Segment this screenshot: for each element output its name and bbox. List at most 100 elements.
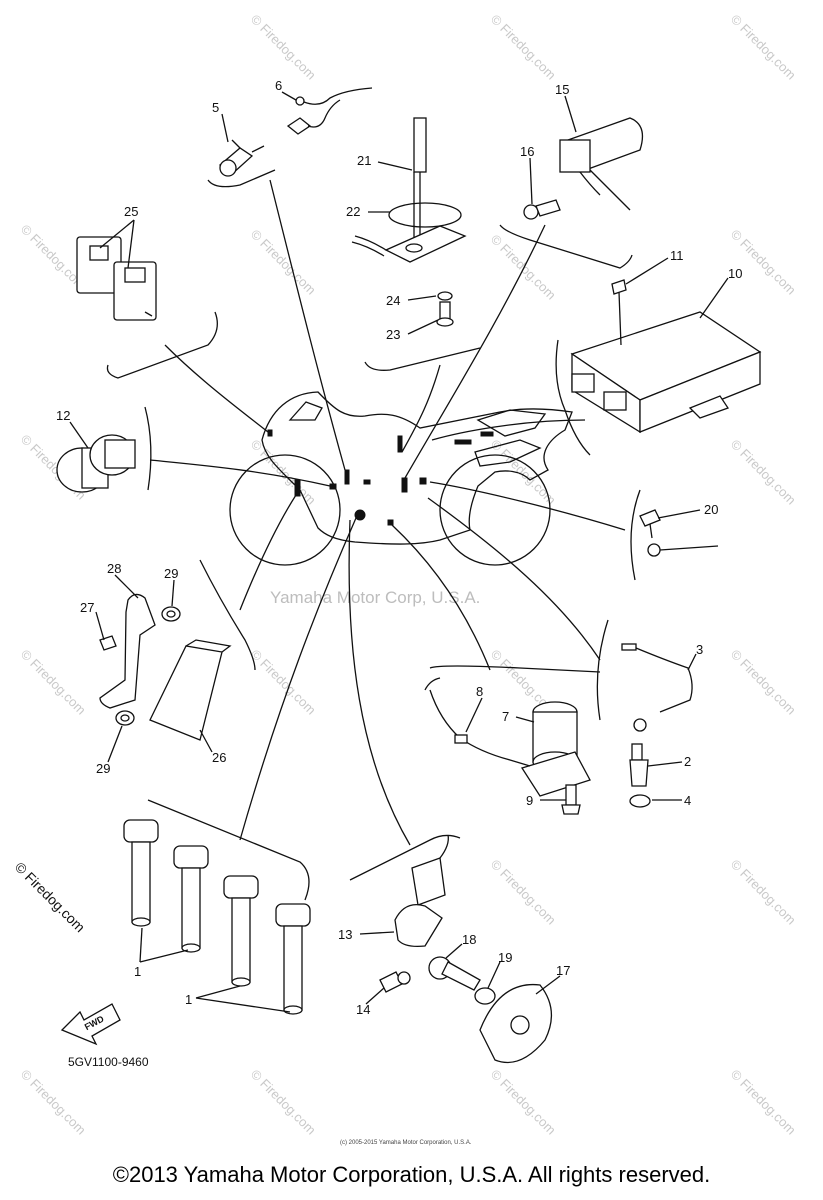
callout-1: 1 [185, 992, 192, 1007]
footer-copyright: ©2013 Yamaha Motor Corporation, U.S.A. A… [112, 1162, 711, 1187]
part-25-relay-pair[interactable] [76, 236, 157, 321]
location-marker [401, 477, 408, 493]
location-marker [344, 469, 350, 485]
part-12-sender[interactable] [56, 434, 136, 493]
callout-4: 4 [684, 793, 691, 808]
part-7-sensor[interactable] [520, 701, 591, 797]
part-4-gasket[interactable] [629, 794, 651, 808]
motorcycle-outline [229, 391, 573, 566]
location-marker [454, 439, 472, 445]
callout-12: 12 [56, 408, 70, 423]
callout-29: 29 [164, 566, 178, 581]
watermark: © Firedog.com [18, 647, 89, 718]
part-29-washer[interactable] [115, 710, 135, 726]
part-14-screw[interactable] [379, 971, 411, 993]
location-marker [329, 483, 337, 490]
watermark: © Firedog.com [248, 1067, 319, 1138]
part-8-harness[interactable] [424, 677, 531, 767]
callout-leaders [69, 91, 729, 1013]
callout-7: 7 [502, 709, 509, 724]
callout-2: 2 [684, 754, 691, 769]
callout-6: 6 [275, 78, 282, 93]
callout-9: 9 [526, 793, 533, 808]
part-10-ecu[interactable] [570, 311, 762, 434]
center-watermark: Yamaha Motor Corp, U.S.A. [270, 588, 480, 607]
location-marker [294, 479, 301, 497]
part-15-relay[interactable] [559, 117, 644, 211]
part-16-bolt[interactable] [523, 199, 561, 220]
callout-8: 8 [476, 684, 483, 699]
part-9-bolt[interactable] [561, 784, 581, 815]
callout-29: 29 [96, 761, 110, 776]
watermark: © Firedog.com [488, 232, 559, 303]
callout-18: 18 [462, 932, 476, 947]
callout-19: 19 [498, 950, 512, 965]
part-1-ignition-coil[interactable] [123, 819, 159, 927]
side-watermark: © Firedog.com [12, 859, 88, 935]
watermark: © Firedog.com [728, 437, 799, 508]
callout-3: 3 [696, 642, 703, 657]
location-marker [387, 519, 394, 526]
location-marker [363, 479, 371, 485]
location-marker [480, 431, 494, 437]
callout-24: 24 [386, 293, 400, 308]
callout-23: 23 [386, 327, 400, 342]
callout-11: 11 [670, 248, 684, 263]
part-17-rotor[interactable] [479, 983, 552, 1064]
part-20-ground-lead[interactable] [647, 543, 719, 557]
watermark: © Firedog.com [248, 12, 319, 83]
part-6-wire-lead[interactable] [286, 87, 373, 135]
callout-14: 14 [356, 1002, 370, 1017]
callout-1: 1 [134, 964, 141, 979]
part-5-sensor[interactable] [218, 139, 265, 177]
callout-13: 13 [338, 927, 352, 942]
callout-17: 17 [556, 963, 570, 978]
location-marker [267, 429, 273, 437]
part-22-o-ring[interactable] [388, 202, 462, 228]
callout-27: 27 [80, 600, 94, 615]
location-marker [354, 509, 366, 521]
watermark: © Firedog.com [248, 227, 319, 298]
watermark: © Firedog.com [488, 12, 559, 83]
watermark: © Firedog.com [728, 647, 799, 718]
watermark: © Firedog.com [728, 12, 799, 83]
tiny-copyright: (c) 2005-2015 Yamaha Motor Corporation, … [340, 1140, 472, 1146]
part-18-bolt[interactable] [428, 956, 481, 991]
callout-25: 25 [124, 204, 138, 219]
callout-22: 22 [346, 204, 360, 219]
leader-lines [149, 179, 626, 846]
watermark: © Firedog.com [728, 857, 799, 928]
part-1-ignition-coil[interactable] [275, 903, 311, 1015]
watermark: © Firedog.com [728, 1067, 799, 1138]
callout-20: 20 [704, 502, 718, 517]
callout-5: 5 [212, 100, 219, 115]
part-26-pad[interactable] [149, 639, 232, 741]
part-28-bracket[interactable] [99, 593, 156, 709]
group-brackets [106, 169, 641, 901]
location-marker [419, 477, 427, 485]
callout-labels: 5 6 21 22 24 23 15 16 25 10 11 12 20 3 2… [56, 78, 742, 1017]
part-24-washer[interactable] [437, 291, 453, 301]
part-1-ignition-coil[interactable] [173, 845, 209, 953]
callout-26: 26 [212, 750, 226, 765]
part-23-bolt[interactable] [436, 301, 454, 327]
fwd-arrow: FWD [60, 1003, 121, 1046]
part-11-screw[interactable] [611, 279, 627, 346]
part-29-washer[interactable] [161, 606, 181, 622]
part-13-pickup-coil[interactable] [394, 834, 449, 948]
callout-21: 21 [357, 153, 371, 168]
watermark: © Firedog.com [18, 1067, 89, 1138]
part-27-nut[interactable] [99, 635, 117, 651]
part-21-level-sensor[interactable] [351, 117, 467, 263]
callout-15: 15 [555, 82, 569, 97]
watermark: © Firedog.com [488, 857, 559, 928]
callout-10: 10 [728, 266, 742, 281]
part-2-sensor[interactable] [629, 743, 649, 787]
part-1-ignition-coil[interactable] [223, 875, 259, 987]
watermark: © Firedog.com [488, 1067, 559, 1138]
part-3-lead-wire[interactable] [621, 643, 693, 732]
part-19-washer[interactable] [474, 987, 496, 1005]
callout-16: 16 [520, 144, 534, 159]
part-20-bolt[interactable] [639, 509, 661, 539]
